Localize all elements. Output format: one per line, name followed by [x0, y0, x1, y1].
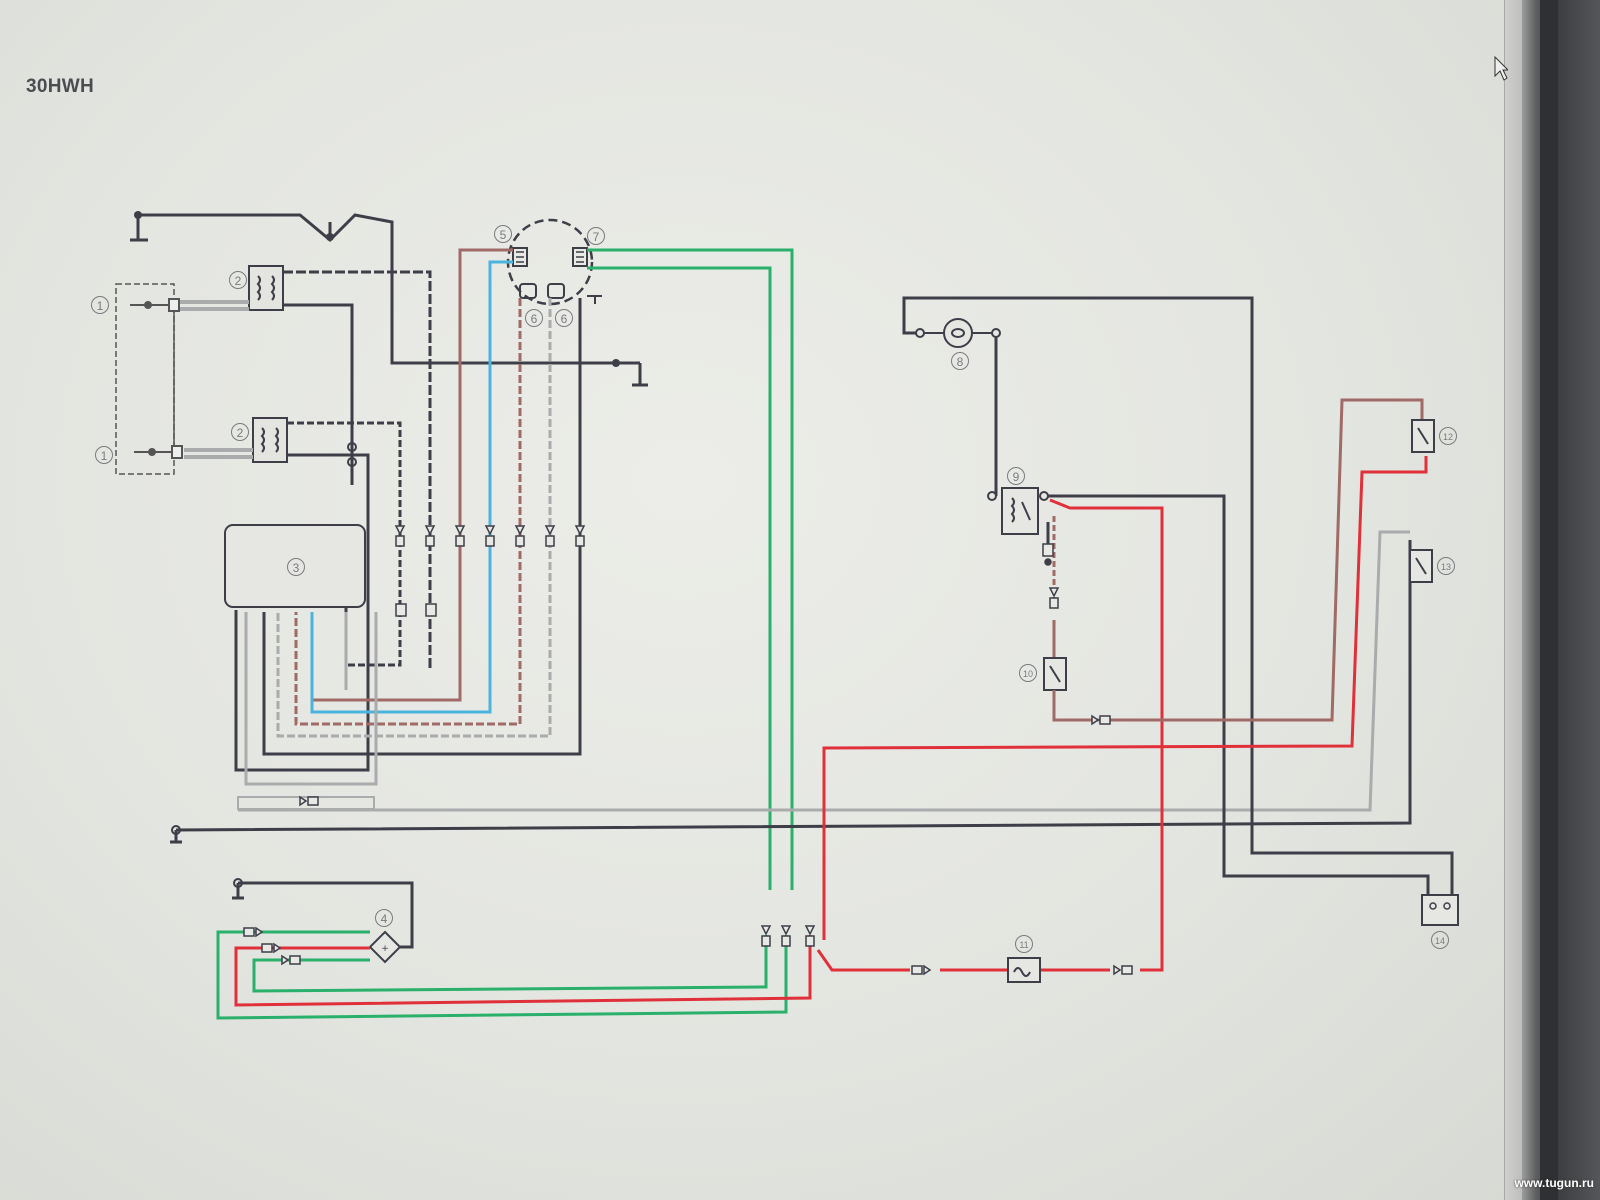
switch-13: [1409, 549, 1433, 583]
battery-14: [1421, 894, 1459, 926]
component-label-c6b: 6: [555, 309, 573, 327]
switch-12: [1411, 419, 1435, 453]
pickup-coil-6a: [519, 283, 537, 299]
component-label-c6a: 6: [525, 309, 543, 327]
component-label-c1a: 1: [91, 296, 109, 314]
component-label-c5: 5: [494, 225, 512, 243]
component-label-c14: 14: [1431, 931, 1449, 949]
relay-9: [987, 487, 1049, 535]
horn-8: [915, 318, 1001, 348]
page-title: 30HWH: [26, 76, 95, 97]
ground-terminal: [326, 233, 334, 241]
monitor-bezel: [1522, 0, 1600, 1200]
wiring-diagram: +: [115, 211, 1459, 1020]
ground-terminal: [171, 825, 181, 835]
monitor-bezel-shadow: [1540, 0, 1558, 1200]
component-label-c10: 10: [1019, 664, 1037, 682]
vertical-scrollbar[interactable]: ▲: [1504, 0, 1523, 1200]
component-label-c1b: 1: [95, 446, 113, 464]
mouse-pointer-icon: [1494, 56, 1508, 81]
fuse-11: [1007, 957, 1041, 983]
inline-connector: [1048, 587, 1060, 609]
spark-plug-2: [134, 445, 183, 459]
pickup-coil-6b: [547, 283, 565, 299]
spark-plug-group: [115, 283, 175, 475]
component-label-c11: 11: [1015, 935, 1033, 953]
component-label-c3: 3: [287, 558, 305, 576]
main-connector-cluster: [760, 925, 816, 947]
inline-connector: [1091, 714, 1111, 726]
ignition-coil-1: [248, 265, 284, 311]
svg-text:+: +: [381, 944, 389, 954]
component-label-c12: 12: [1439, 427, 1457, 445]
ground-terminal: [612, 359, 620, 367]
component-label-c13: 13: [1437, 557, 1455, 575]
component-label-c2b: 2: [231, 423, 249, 441]
ground-terminal: [134, 211, 142, 219]
component-label-c8: 8: [951, 352, 969, 370]
rectifier-regulator: +: [368, 930, 402, 964]
component-label-c9: 9: [1007, 467, 1025, 485]
inline-connector: [299, 795, 319, 807]
rectifier-connectors: [243, 926, 301, 966]
relay-ground: [1042, 543, 1054, 566]
watermark: www.tugun.ru: [1514, 1176, 1594, 1190]
ignition-coil-2: [252, 417, 288, 463]
pickup-coil-7: [572, 247, 588, 267]
component-label-c7: 7: [587, 227, 605, 245]
switch-10: [1043, 657, 1067, 691]
component-label-c4: 4: [375, 909, 393, 927]
connector-row: [394, 525, 586, 617]
pickup-coil-5: [512, 247, 528, 267]
component-label-c2a: 2: [229, 271, 247, 289]
spark-plug-1: [130, 298, 180, 312]
fuse-connectors: [911, 964, 1133, 976]
